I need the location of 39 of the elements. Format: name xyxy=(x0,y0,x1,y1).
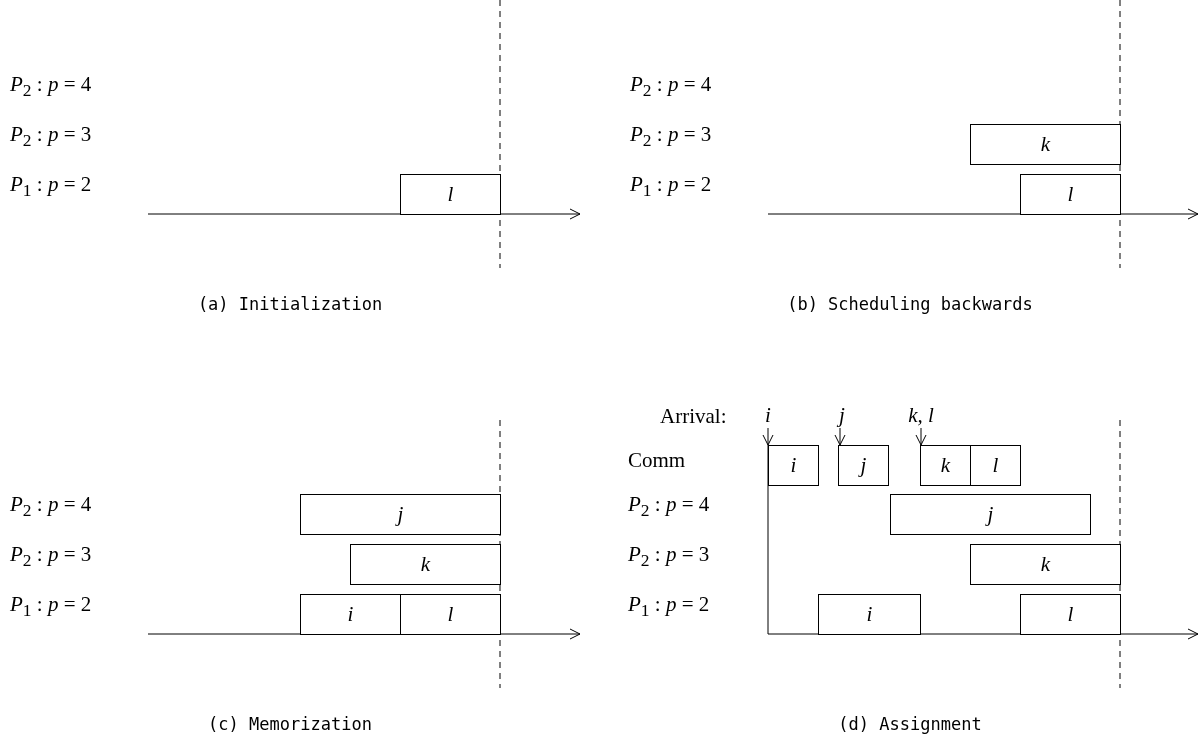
row-label: P$_{1}$ : p = 2 xyxy=(630,172,712,202)
row-label: P$_{1}$ : p = 2 xyxy=(628,592,710,622)
caption: (d) Assignment xyxy=(838,714,982,734)
arrow xyxy=(915,427,927,446)
arrow xyxy=(834,427,846,446)
arrival-label: j xyxy=(830,402,854,428)
task-box: l xyxy=(1020,594,1121,635)
arrival-label: k, l xyxy=(896,402,946,428)
row-label: P$_{2}$ : p = 4 xyxy=(10,72,92,102)
row-label: P$_{2}$ : p = 3 xyxy=(628,542,710,572)
task-box: i xyxy=(300,594,401,635)
task-box: k xyxy=(350,544,501,585)
task-box: k xyxy=(970,544,1121,585)
task-box: i xyxy=(768,445,819,486)
task-box: l xyxy=(400,594,501,635)
row-label: Arrival: xyxy=(660,404,727,429)
task-box: l xyxy=(400,174,501,215)
task-box: k xyxy=(920,445,971,486)
row-label: P$_{2}$ : p = 4 xyxy=(10,492,92,522)
task-box: j xyxy=(838,445,889,486)
caption: (a) Initialization xyxy=(197,294,383,314)
row-label: P$_{2}$ : p = 3 xyxy=(630,122,712,152)
arrival-label: i xyxy=(756,402,780,428)
row-label: P$_{1}$ : p = 2 xyxy=(10,592,92,622)
task-box: i xyxy=(818,594,921,635)
row-label: Comm xyxy=(628,448,686,473)
caption: (b) Scheduling backwards xyxy=(787,294,1033,314)
task-box: k xyxy=(970,124,1121,165)
task-box: j xyxy=(300,494,501,535)
task-box: l xyxy=(1020,174,1121,215)
caption: (c) Memorization xyxy=(208,714,372,734)
row-label: P$_{1}$ : p = 2 xyxy=(10,172,92,202)
task-box: l xyxy=(970,445,1021,486)
task-box: j xyxy=(890,494,1091,535)
row-label: P$_{2}$ : p = 3 xyxy=(10,122,92,152)
row-label: P$_{2}$ : p = 3 xyxy=(10,542,92,572)
arrow xyxy=(762,427,774,446)
row-label: P$_{2}$ : p = 4 xyxy=(628,492,710,522)
row-label: P$_{2}$ : p = 4 xyxy=(630,72,712,102)
